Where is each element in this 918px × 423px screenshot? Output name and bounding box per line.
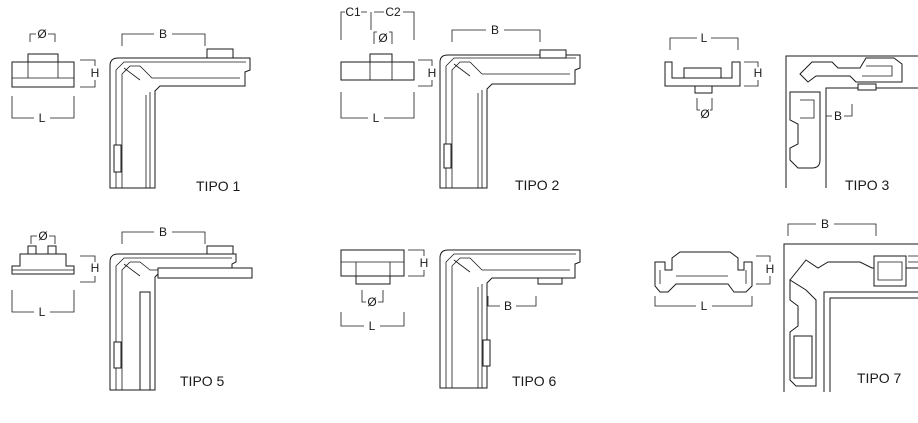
- tipo-1-height-label: H: [91, 66, 100, 80]
- tipo-3-width-label: B: [834, 109, 842, 123]
- tipo-5-length-label: L: [39, 305, 46, 319]
- tipo-7-corner-profile: [783, 243, 918, 392]
- tipo-2-height-label: H: [428, 66, 437, 80]
- tipo-7-height-label: H: [766, 262, 775, 276]
- tipo-2-length-label: L: [373, 111, 380, 125]
- tipo-1-length-label: L: [39, 111, 46, 125]
- tipo-1-section: [11, 53, 75, 88]
- tipo-2-c1-label: C1: [345, 5, 361, 19]
- tipo-1-group: Ø H L B TIPO 1: [11, 27, 251, 194]
- tipo-6-section: [340, 249, 405, 285]
- tipo-2-c2-label: C2: [385, 5, 401, 19]
- tipo-6-title: TIPO 6: [512, 373, 557, 389]
- tipo-7-group: H L B TIPO 7: [654, 217, 918, 392]
- tipo-6-corner-profile: [439, 249, 581, 389]
- tipo-7-title: TIPO 7: [857, 370, 902, 386]
- tipo-3-title: TIPO 3: [845, 177, 890, 193]
- tipo-5-diameter-label: Ø: [38, 229, 47, 243]
- tipo-7-section: [654, 251, 753, 293]
- tipo-7-width-label: B: [821, 217, 829, 231]
- tipo-6-width-label: B: [504, 299, 512, 313]
- tipo-1-diameter-label: Ø: [37, 27, 46, 41]
- tipo-6-group: H Ø L B TIPO 6: [340, 249, 581, 389]
- tipo-2-corner-profile: [439, 49, 581, 189]
- tipo-2-group: C1 C2 Ø H L B TIPO 2: [340, 5, 581, 193]
- tipo-2-diameter-label: Ø: [378, 31, 387, 45]
- tipo-5-group: Ø H L B TIPO 5: [11, 225, 253, 391]
- tipo-3-group: L H Ø B TIPO 3: [664, 31, 918, 193]
- tipo-1-title: TIPO 1: [196, 178, 241, 194]
- tipo-2-width-label: B: [491, 23, 499, 37]
- tipo-5-section: [11, 245, 75, 275]
- tipo-5-width-label: B: [159, 225, 167, 239]
- tipo-6-diameter-label: Ø: [367, 295, 376, 309]
- tipo-5-height-label: H: [91, 261, 100, 275]
- tipo-3-section: [664, 61, 741, 94]
- tipo-5-corner-profile: [109, 245, 253, 391]
- tipo-2-section: [340, 53, 415, 81]
- tipo-6-length-label: L: [369, 319, 376, 333]
- tipo-6-height-label: H: [420, 256, 429, 270]
- tipo-1-corner-profile: [109, 48, 251, 189]
- tipo-3-corner-profile: [785, 55, 918, 188]
- tipo-2-title: TIPO 2: [515, 177, 560, 193]
- tipo-3-height-label: H: [754, 66, 763, 80]
- tipo-7-length-label: L: [701, 299, 708, 313]
- tipo-1-width-label: B: [159, 27, 167, 41]
- tipo-3-diameter-label: Ø: [700, 107, 709, 121]
- tipo-5-title: TIPO 5: [180, 373, 225, 389]
- tipo-3-length-label: L: [701, 31, 708, 45]
